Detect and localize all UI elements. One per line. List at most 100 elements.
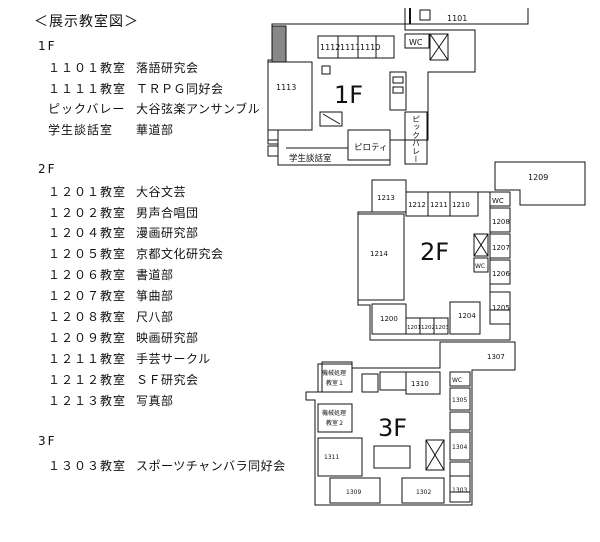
list-item: １２１１教室手芸サークル: [48, 350, 211, 367]
club-name: 華道部: [136, 123, 174, 137]
club-name: ＴＲＰＧ同好会: [136, 82, 224, 96]
room-label: 1113: [276, 83, 296, 92]
room-name: １２０５教室: [48, 247, 127, 261]
room-name: １２０６教室: [48, 268, 127, 282]
lounge-label: 学生談話室: [289, 153, 332, 164]
room-label: 1201: [407, 325, 421, 331]
wc-label: WC: [452, 377, 462, 384]
room-name: 学生談話室: [48, 123, 114, 137]
floor-label-2f: 2F: [38, 162, 57, 176]
room-name: １２０８教室: [48, 310, 127, 324]
room-name: １２０７教室: [48, 289, 127, 303]
list-item: １２１２教室 ＳＦ研究会: [48, 371, 199, 388]
wc-label: WC: [409, 38, 423, 47]
room-label: 1311: [324, 454, 339, 461]
list-item: １２０５教室京都文化研究会: [48, 245, 224, 262]
room-label: 1305: [452, 397, 467, 404]
list-item: １２０７教室箏曲部: [48, 287, 174, 304]
list-item: １２０２教室男声合唱団: [48, 204, 199, 221]
room-label: 1214: [370, 250, 388, 258]
room-label: 1303: [452, 487, 467, 494]
stairs: [271, 25, 287, 63]
room-label: 1212: [408, 201, 426, 209]
wc-label: WC: [492, 197, 504, 205]
room-label: 1204: [458, 312, 476, 320]
room-name: １２１２教室: [48, 373, 127, 387]
club-name: ＳＦ研究会: [136, 373, 199, 387]
room-label: 1202: [421, 325, 435, 331]
floor-map-3f: 1307 機械処理 教室１ 1310 WC 1305 機械処理 教室２ 3F 1…: [305, 341, 516, 506]
club-name: 男声合唱団: [136, 206, 199, 220]
room-label: 1213: [377, 194, 395, 202]
room-label: 1211: [430, 201, 448, 209]
club-name: 落語研究会: [136, 61, 199, 75]
room-name: １１０１教室: [48, 61, 127, 75]
club-name: 映画研究部: [136, 331, 199, 345]
list-item: １２０４教室漫画研究部: [48, 224, 199, 241]
floor-map-1f: 1101 1112 1111 1110 WC 1113 1F 学生談話室 ピロテ…: [267, 8, 529, 166]
floor-title-2f: 2F: [420, 238, 449, 266]
pickvalley-label: ピックバレー: [412, 115, 421, 163]
floor-map-2f: 1209 1213 1212 1211 1210 WC 1208 1214 2F…: [357, 161, 586, 341]
club-name: 写真部: [136, 394, 174, 408]
club-name: 大谷文芸: [136, 185, 187, 199]
room-label: 1200: [380, 315, 398, 323]
room-label: 1302: [416, 489, 431, 496]
room-label: 1309: [346, 489, 361, 496]
room-label: 1210: [452, 201, 470, 209]
room-name: １１１１教室: [48, 82, 127, 96]
room-name: １２０１教室: [48, 185, 127, 199]
list-item: １２０８教室尺八部: [48, 308, 174, 325]
room-label: 1110: [360, 43, 380, 52]
lab-label: 機械処理: [322, 369, 346, 377]
room-label: 1112: [320, 43, 340, 52]
room-label: 1206: [492, 270, 510, 278]
floor-label-3f: 3F: [38, 434, 57, 448]
club-name: 大谷弦楽アンサンブル: [136, 102, 261, 116]
room-label: 1101: [447, 14, 467, 23]
wc-label: WC: [475, 263, 485, 270]
room-label: 1111: [340, 43, 360, 52]
floor-label-1f: 1F: [38, 39, 57, 53]
club-name: 書道部: [136, 268, 174, 282]
floor-title-1f: 1F: [334, 81, 363, 109]
list-item: １１１１教室 ＴＲＰＧ同好会: [48, 80, 224, 97]
club-name: 箏曲部: [136, 289, 174, 303]
list-item: １２０１教室大谷文芸: [48, 183, 186, 200]
room-name: ピックバレー: [48, 102, 126, 116]
room-label: 1207: [492, 244, 510, 252]
piloti-label: ピロティ: [354, 143, 388, 153]
lab-label: 教室２: [326, 419, 344, 427]
list-item: １２０９教室映画研究部: [48, 329, 199, 346]
lab-label: 機械処理: [322, 409, 346, 417]
club-name: 手芸サークル: [136, 352, 211, 366]
room-name: １２１１教室: [48, 352, 127, 366]
club-name: 尺八部: [136, 310, 174, 324]
list-item: １２０６教室書道部: [48, 266, 174, 283]
room-name: １２０９教室: [48, 331, 127, 345]
list-item: １１０１教室落語研究会: [48, 59, 199, 76]
room-label: 1208: [492, 218, 510, 226]
list-item: ピックバレー大谷弦楽アンサンブル: [48, 100, 260, 117]
club-name: 漫画研究部: [136, 226, 199, 240]
list-item: １２１３教室写真部: [48, 392, 174, 409]
page-title: ＜展示教室図＞: [34, 14, 139, 30]
room-name: １２０２教室: [48, 206, 127, 220]
lab-label: 教室１: [326, 379, 344, 387]
room-label: 1209: [528, 173, 548, 182]
room-name: １２０４教室: [48, 226, 127, 240]
room-label: 1304: [452, 444, 467, 451]
room-label: 1203: [435, 325, 449, 331]
room-name: １２１３教室: [48, 394, 127, 408]
exhibit-room-list: ＜展示教室図＞ 1F １１０１教室落語研究会 １１１１教室 ＴＲＰＧ同好会 ピック…: [34, 14, 286, 474]
list-item: 学生談話室 華道部: [48, 121, 174, 138]
list-item: １３０３教室スポーツチャンバラ同好会: [48, 457, 286, 474]
room-label: 1205: [492, 304, 510, 312]
room-label: 1310: [411, 380, 429, 388]
floor-title-3f: 3F: [378, 414, 407, 442]
club-name: スポーツチャンバラ同好会: [136, 459, 286, 473]
room-label: 1307: [487, 353, 505, 361]
club-name: 京都文化研究会: [136, 247, 224, 261]
room-name: １３０３教室: [48, 459, 127, 473]
